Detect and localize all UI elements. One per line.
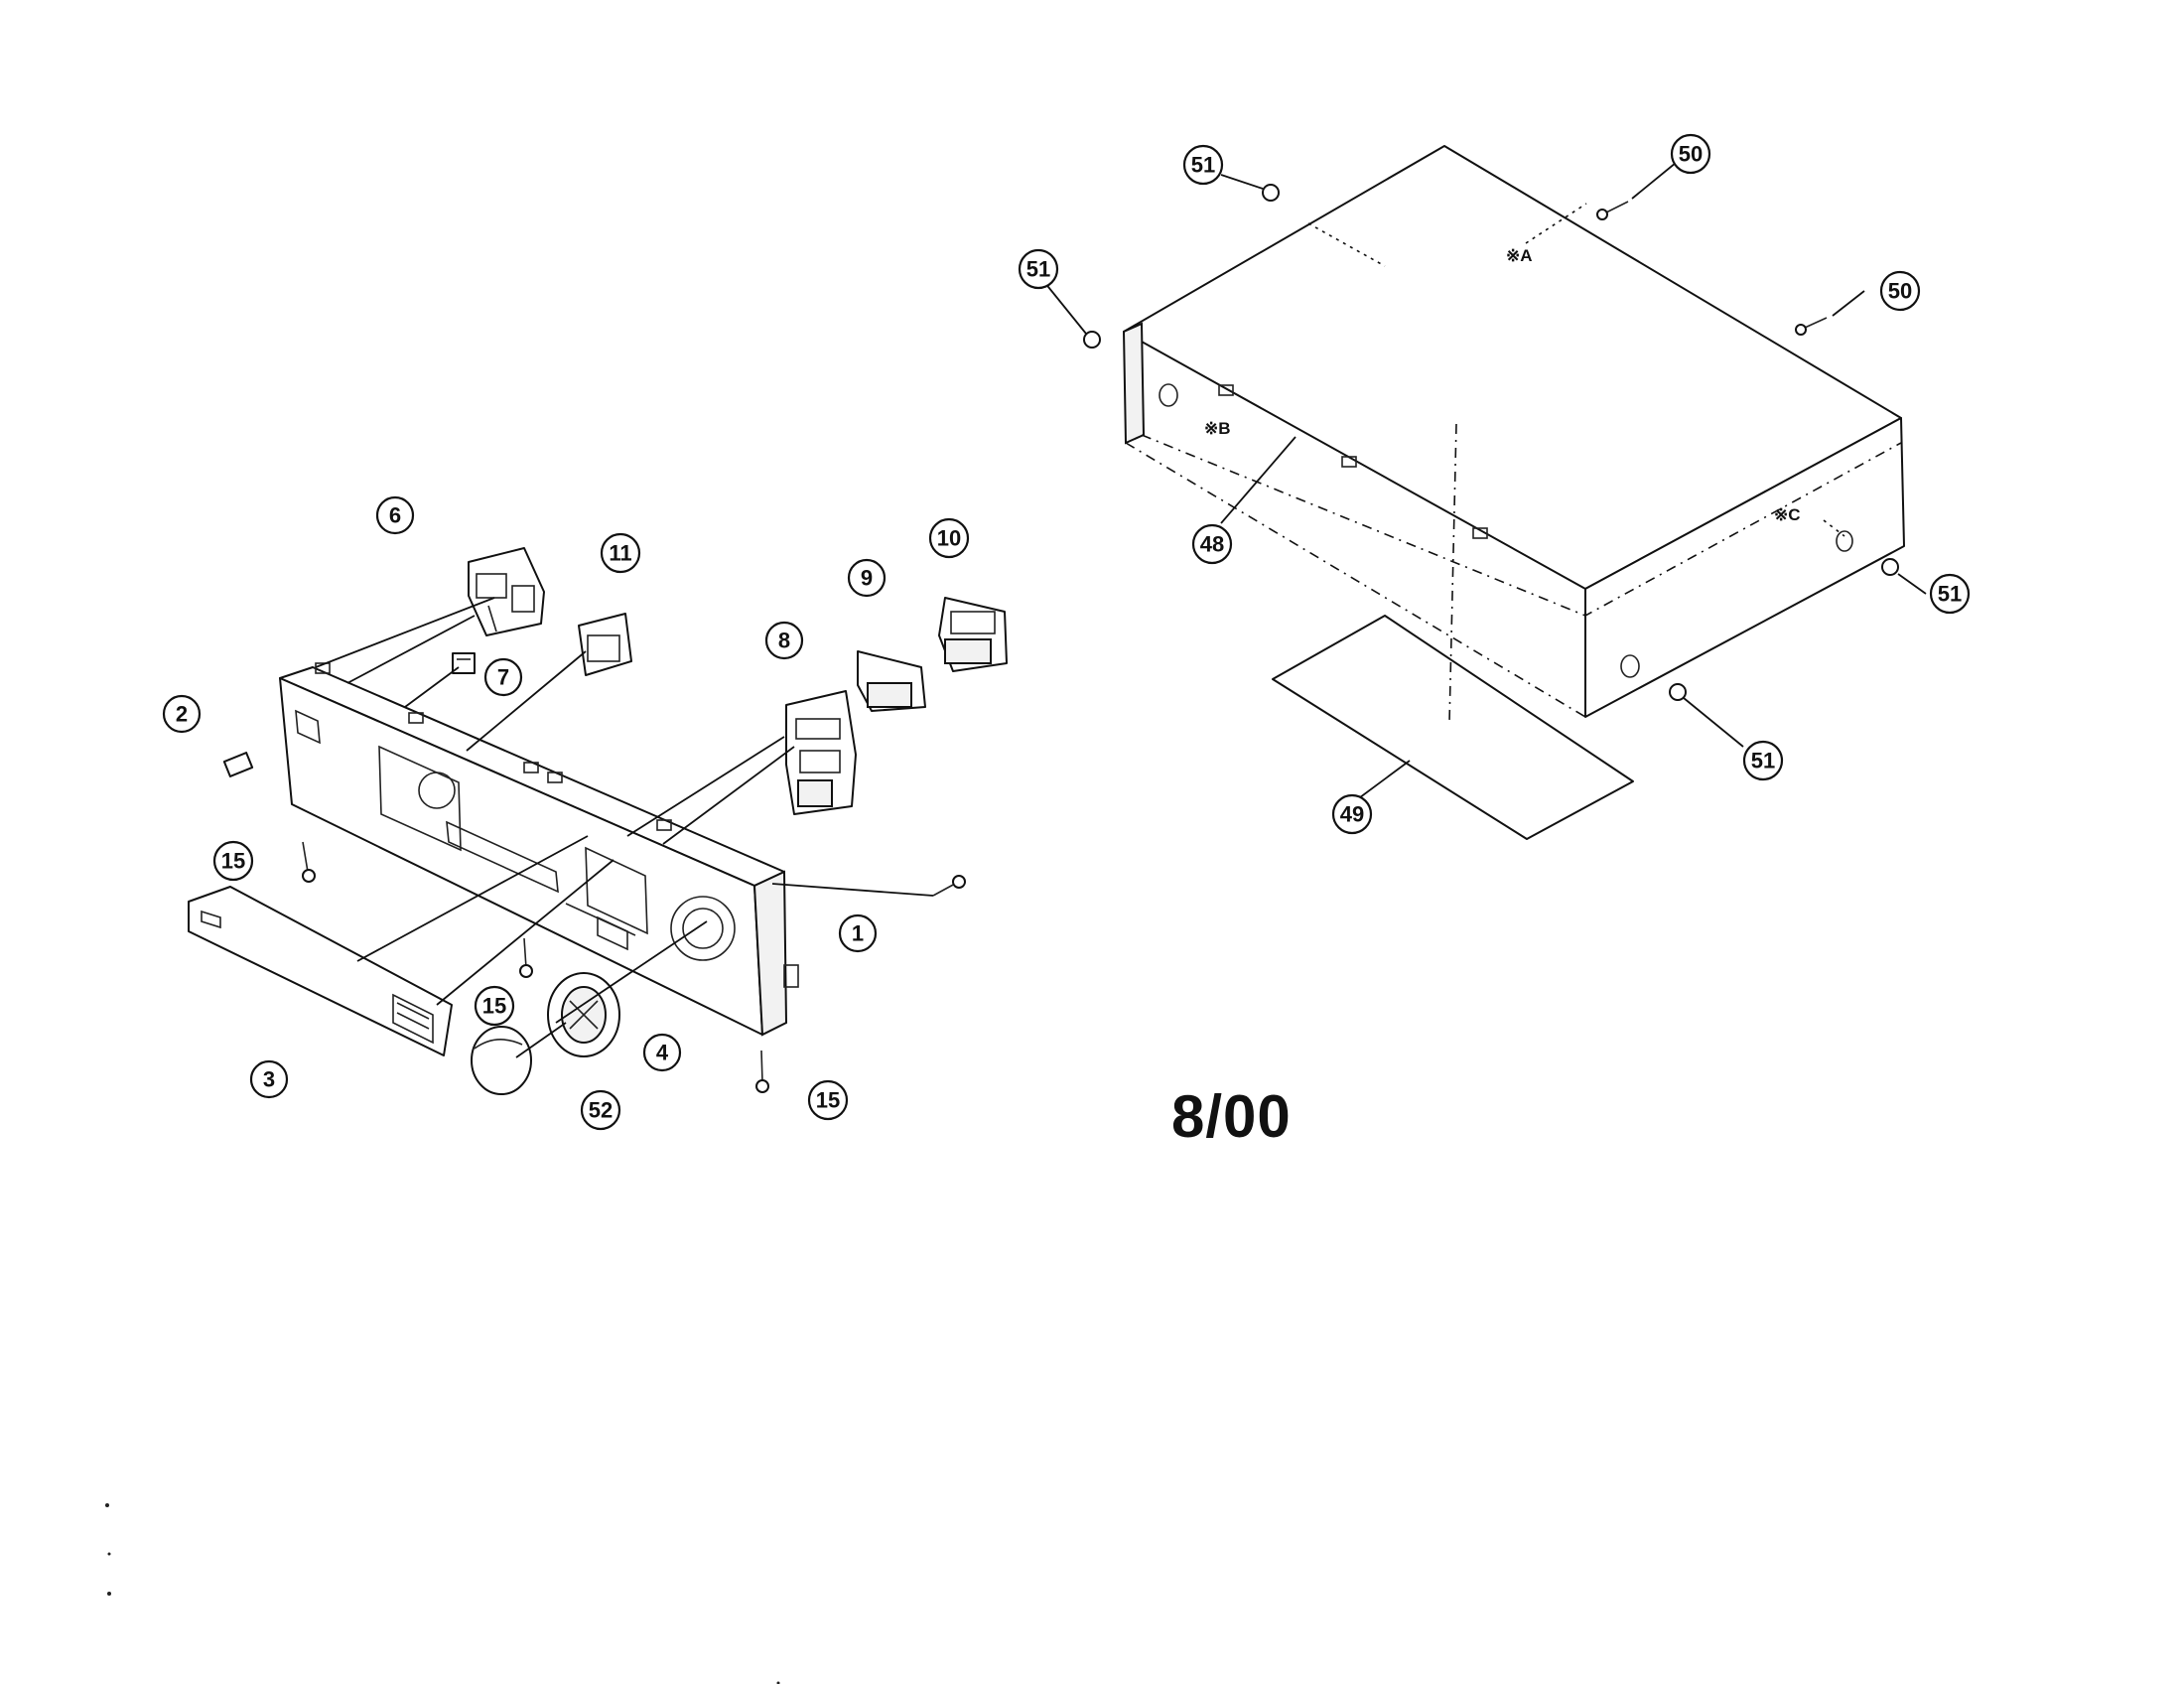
callout-label: 7 — [497, 665, 509, 690]
switch-assembly-part-10 — [938, 597, 1008, 672]
ref-mark-a: ※A — [1506, 246, 1533, 265]
callout-label: 4 — [656, 1041, 669, 1065]
callout-c48: 48 — [1191, 523, 1233, 565]
callout-label: 8 — [778, 629, 790, 653]
callout-c51b: 51 — [1018, 248, 1059, 290]
bottom-plate-part-49 — [1272, 615, 1634, 840]
switch-assembly-part-8 — [785, 690, 857, 815]
callout-c51c: 51 — [1929, 573, 1971, 615]
callout-c51d: 51 — [1742, 740, 1784, 781]
assembly-line-plate — [1448, 423, 1457, 724]
callout-label: 15 — [482, 994, 506, 1019]
bracket-part-2 — [222, 752, 254, 777]
ref-mark-b: ※B — [1204, 419, 1231, 438]
screw-part-1-side — [932, 875, 966, 897]
callout-label: 51 — [1751, 749, 1775, 773]
leader-lines-right — [1043, 162, 1927, 804]
screw-part-50a — [1596, 201, 1629, 220]
ref-line-a-left — [1307, 222, 1386, 267]
callout-c7: 7 — [483, 657, 523, 697]
callout-c49: 49 — [1331, 793, 1373, 835]
callout-c3: 3 — [249, 1059, 289, 1099]
callout-label: 6 — [389, 503, 401, 528]
callout-label: 48 — [1200, 532, 1224, 557]
callout-c15a: 15 — [212, 840, 254, 882]
screw-part-15b — [519, 937, 533, 978]
scan-specks — [105, 1503, 780, 1684]
callout-c10: 10 — [928, 517, 970, 559]
callout-c51a: 51 — [1182, 144, 1224, 186]
callout-c9: 9 — [847, 558, 887, 598]
callout-label: 10 — [937, 526, 961, 551]
callout-label: 49 — [1340, 802, 1364, 827]
callout-label: 51 — [1026, 257, 1050, 282]
callout-c50a: 50 — [1670, 133, 1711, 175]
callout-c15b: 15 — [474, 985, 515, 1027]
callout-label: 50 — [1679, 142, 1703, 167]
callout-label: 15 — [221, 849, 245, 874]
assembly-lines-left — [315, 597, 934, 1058]
callout-c8: 8 — [764, 621, 804, 660]
callout-c11: 11 — [600, 532, 641, 574]
cabinet-cover-part-48 — [1122, 145, 1905, 718]
callout-label: 1 — [852, 921, 864, 946]
callout-label: 51 — [1938, 582, 1962, 607]
callout-c50b: 50 — [1879, 270, 1921, 312]
callout-c6: 6 — [375, 495, 415, 535]
callout-c2: 2 — [162, 694, 202, 734]
screw-part-15c — [755, 1050, 769, 1093]
callout-label: 11 — [609, 541, 631, 566]
callout-c52: 52 — [580, 1089, 621, 1131]
callout-c1: 1 — [838, 913, 878, 953]
screw-part-51a — [1262, 184, 1280, 202]
callout-label: 50 — [1888, 279, 1912, 304]
callout-c15c: 15 — [807, 1079, 849, 1121]
callout-c4: 4 — [642, 1033, 682, 1072]
screw-part-50b — [1795, 317, 1828, 336]
ref-mark-c: ※C — [1774, 505, 1801, 524]
callout-label: 15 — [816, 1088, 840, 1113]
control-panel-part-1 — [279, 662, 799, 1037]
callout-label: 2 — [176, 702, 188, 727]
switch-assembly-part-11 — [578, 613, 632, 676]
screw-part-51b — [1083, 331, 1101, 349]
knob-part-52 — [471, 1026, 532, 1095]
switch-assembly-part-6 — [468, 547, 545, 636]
screw-part-15a — [302, 841, 316, 883]
callout-label: 51 — [1191, 153, 1215, 178]
nameplate-part-3 — [188, 886, 453, 1056]
knob-bezel-part-4 — [547, 972, 620, 1057]
screw-part-51d — [1669, 683, 1687, 701]
switch-assembly-part-9 — [857, 650, 926, 712]
screw-part-51c — [1881, 558, 1899, 576]
callout-label: 3 — [263, 1067, 275, 1092]
date-code: 8/00 — [1171, 1083, 1292, 1150]
callout-label: 9 — [861, 566, 873, 591]
clip-part-7 — [452, 652, 476, 674]
callout-label: 52 — [589, 1098, 613, 1123]
